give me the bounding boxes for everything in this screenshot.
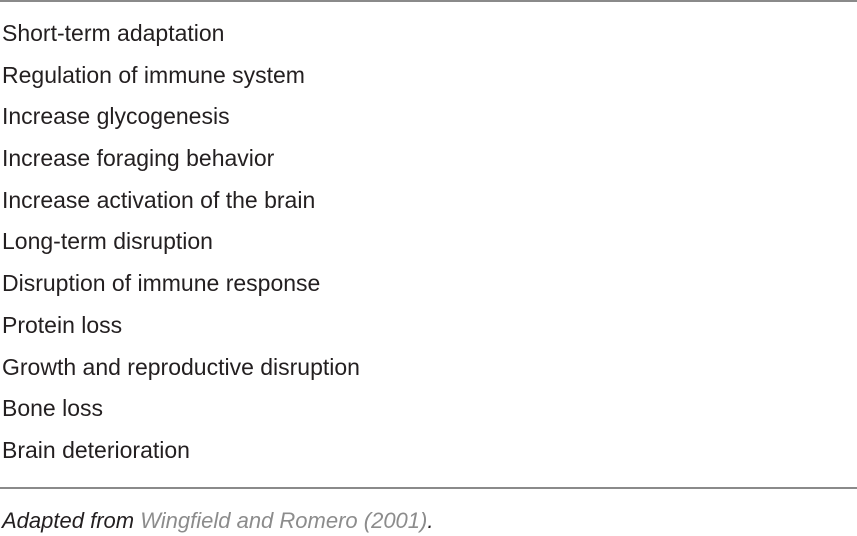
table-row: Increase foraging behavior <box>2 145 275 172</box>
footnote-suffix: . <box>427 508 434 533</box>
table-row: Disruption of immune response <box>2 270 321 297</box>
table-row: Increase glycogenesis <box>2 103 230 130</box>
table-row: Brain deterioration <box>2 436 190 463</box>
table-row: Short-term adaptation <box>2 20 225 46</box>
table-row: Growth and reproductive disruption <box>2 353 360 380</box>
table-row: Long-term disruption <box>2 228 213 255</box>
footnote-prefix: Adapted from <box>2 508 141 533</box>
table-bottom-rule <box>0 487 857 489</box>
table-body: Short-term adaptation Regulation of immu… <box>2 13 360 472</box>
table-row: Increase activation of the brain <box>2 186 316 213</box>
table-footnote: Adapted from Wingfield and Romero (2001)… <box>2 507 433 535</box>
table-row: Regulation of immune system <box>2 61 305 88</box>
citation-link[interactable]: Wingfield and Romero (2001) <box>140 508 428 533</box>
table-top-rule <box>0 0 857 2</box>
table-row: Protein loss <box>2 311 123 338</box>
table-row: Bone loss <box>2 395 104 422</box>
